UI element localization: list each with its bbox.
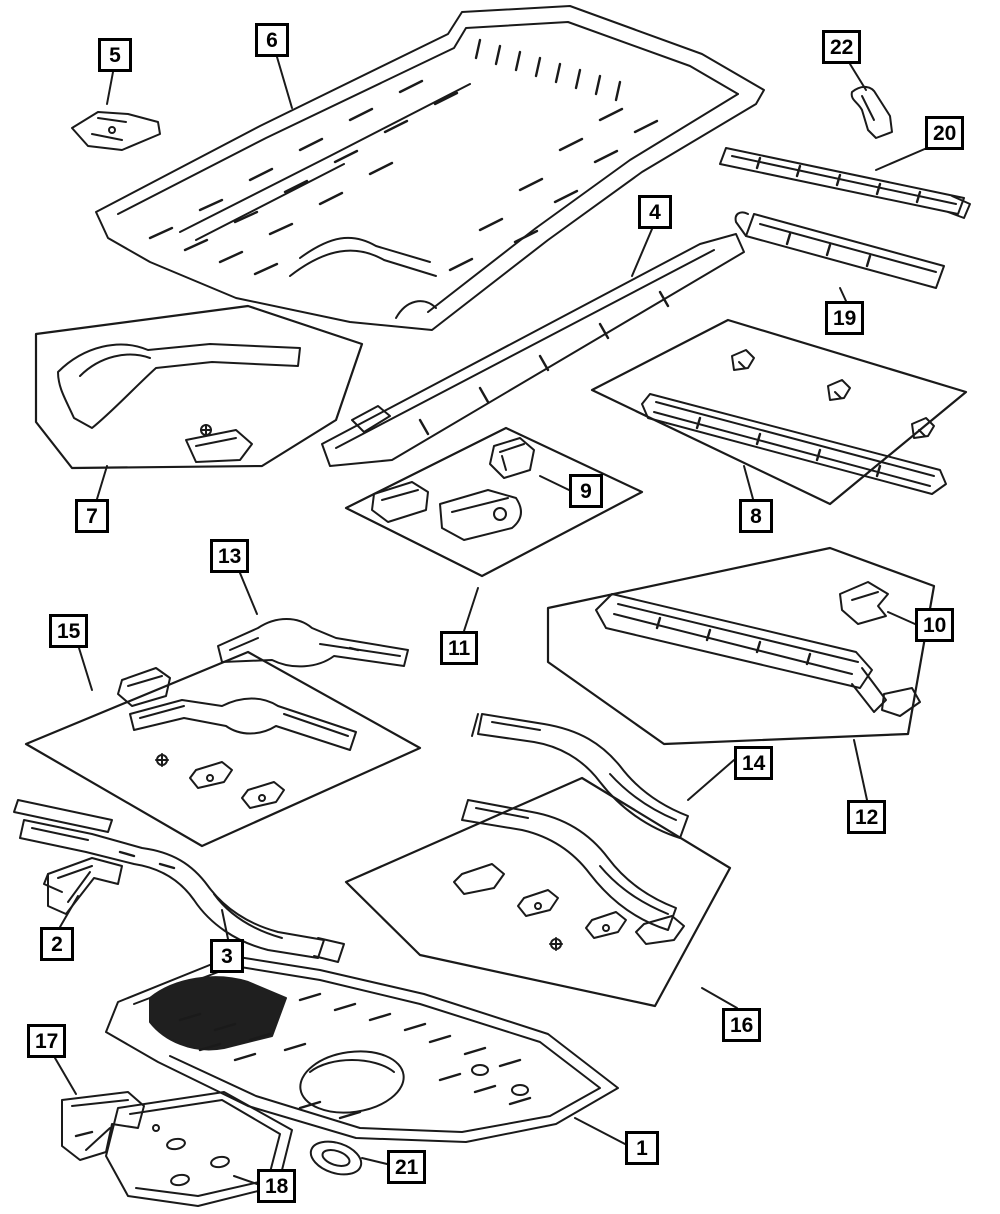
part-support-bracket-front <box>71 111 161 151</box>
part-rear-floor-pan <box>105 955 619 1143</box>
callout-6[interactable]: 6 <box>255 23 289 57</box>
callout-12[interactable]: 12 <box>847 800 887 834</box>
callout-11-label: 11 <box>448 636 471 660</box>
callout-5-label: 5 <box>109 43 121 67</box>
callout-15-label: 15 <box>57 619 81 643</box>
callout-11[interactable]: 11 <box>440 631 479 665</box>
part-front-floor-pan <box>95 5 765 331</box>
region-arched-crossmember-kit <box>344 776 732 1008</box>
callout-10[interactable]: 10 <box>915 608 955 642</box>
callout-1-label: 1 <box>636 1136 648 1160</box>
callout-19[interactable]: 19 <box>825 301 865 335</box>
leader-lines <box>54 56 928 1185</box>
callout-2[interactable]: 2 <box>40 927 74 961</box>
callout-21-label: 21 <box>395 1155 419 1179</box>
callout-3-label: 3 <box>221 944 233 968</box>
callout-1[interactable]: 1 <box>625 1131 659 1165</box>
part-rear-bracket <box>61 1091 145 1161</box>
part-rear-rail-lower <box>734 211 945 289</box>
callout-2-label: 2 <box>51 932 63 956</box>
part-silencer-panel <box>105 1091 293 1207</box>
callout-20-label: 20 <box>933 121 957 145</box>
part-grommet <box>309 1140 363 1176</box>
callout-5[interactable]: 5 <box>98 38 132 72</box>
callout-13[interactable]: 13 <box>210 539 250 573</box>
region-front-rail <box>34 304 364 470</box>
callout-17[interactable]: 17 <box>27 1024 67 1058</box>
region-crossmember-kit <box>24 650 422 848</box>
callout-20[interactable]: 20 <box>925 116 965 150</box>
callout-16[interactable]: 16 <box>722 1008 762 1042</box>
callout-19-label: 19 <box>833 306 857 330</box>
callout-7-label: 7 <box>86 504 98 528</box>
region-longitudinal-rail <box>546 546 936 746</box>
part-bracket-2 <box>43 857 123 915</box>
callout-22-label: 22 <box>830 35 854 59</box>
callout-16-label: 16 <box>730 1013 754 1037</box>
callout-6-label: 6 <box>266 28 278 52</box>
callout-15[interactable]: 15 <box>49 614 89 648</box>
callout-13-label: 13 <box>218 544 242 568</box>
part-crossmember-13 <box>217 618 409 668</box>
region-floor-brackets <box>344 426 644 578</box>
callout-4-label: 4 <box>649 200 661 224</box>
part-front-crossmember <box>13 799 345 963</box>
callout-18-label: 18 <box>265 1174 289 1198</box>
callout-8[interactable]: 8 <box>739 499 773 533</box>
callout-14[interactable]: 14 <box>734 746 774 780</box>
callout-14-label: 14 <box>742 751 766 775</box>
callout-4[interactable]: 4 <box>638 195 672 229</box>
callout-3[interactable]: 3 <box>210 939 244 973</box>
callout-21[interactable]: 21 <box>387 1150 427 1184</box>
callout-18[interactable]: 18 <box>257 1169 297 1203</box>
callout-9-label: 9 <box>580 479 592 503</box>
part-rear-rail-upper <box>719 147 971 219</box>
part-rocker-sill <box>321 233 745 467</box>
callout-10-label: 10 <box>923 613 947 637</box>
callout-7[interactable]: 7 <box>75 499 109 533</box>
callout-12-label: 12 <box>855 805 879 829</box>
part-hook-bracket <box>850 86 893 139</box>
region-side-sill <box>590 318 968 506</box>
callout-8-label: 8 <box>750 504 762 528</box>
callout-22[interactable]: 22 <box>822 30 862 64</box>
callout-9[interactable]: 9 <box>569 474 603 508</box>
part-arched-crossmember <box>471 713 689 839</box>
callout-17-label: 17 <box>35 1029 59 1053</box>
